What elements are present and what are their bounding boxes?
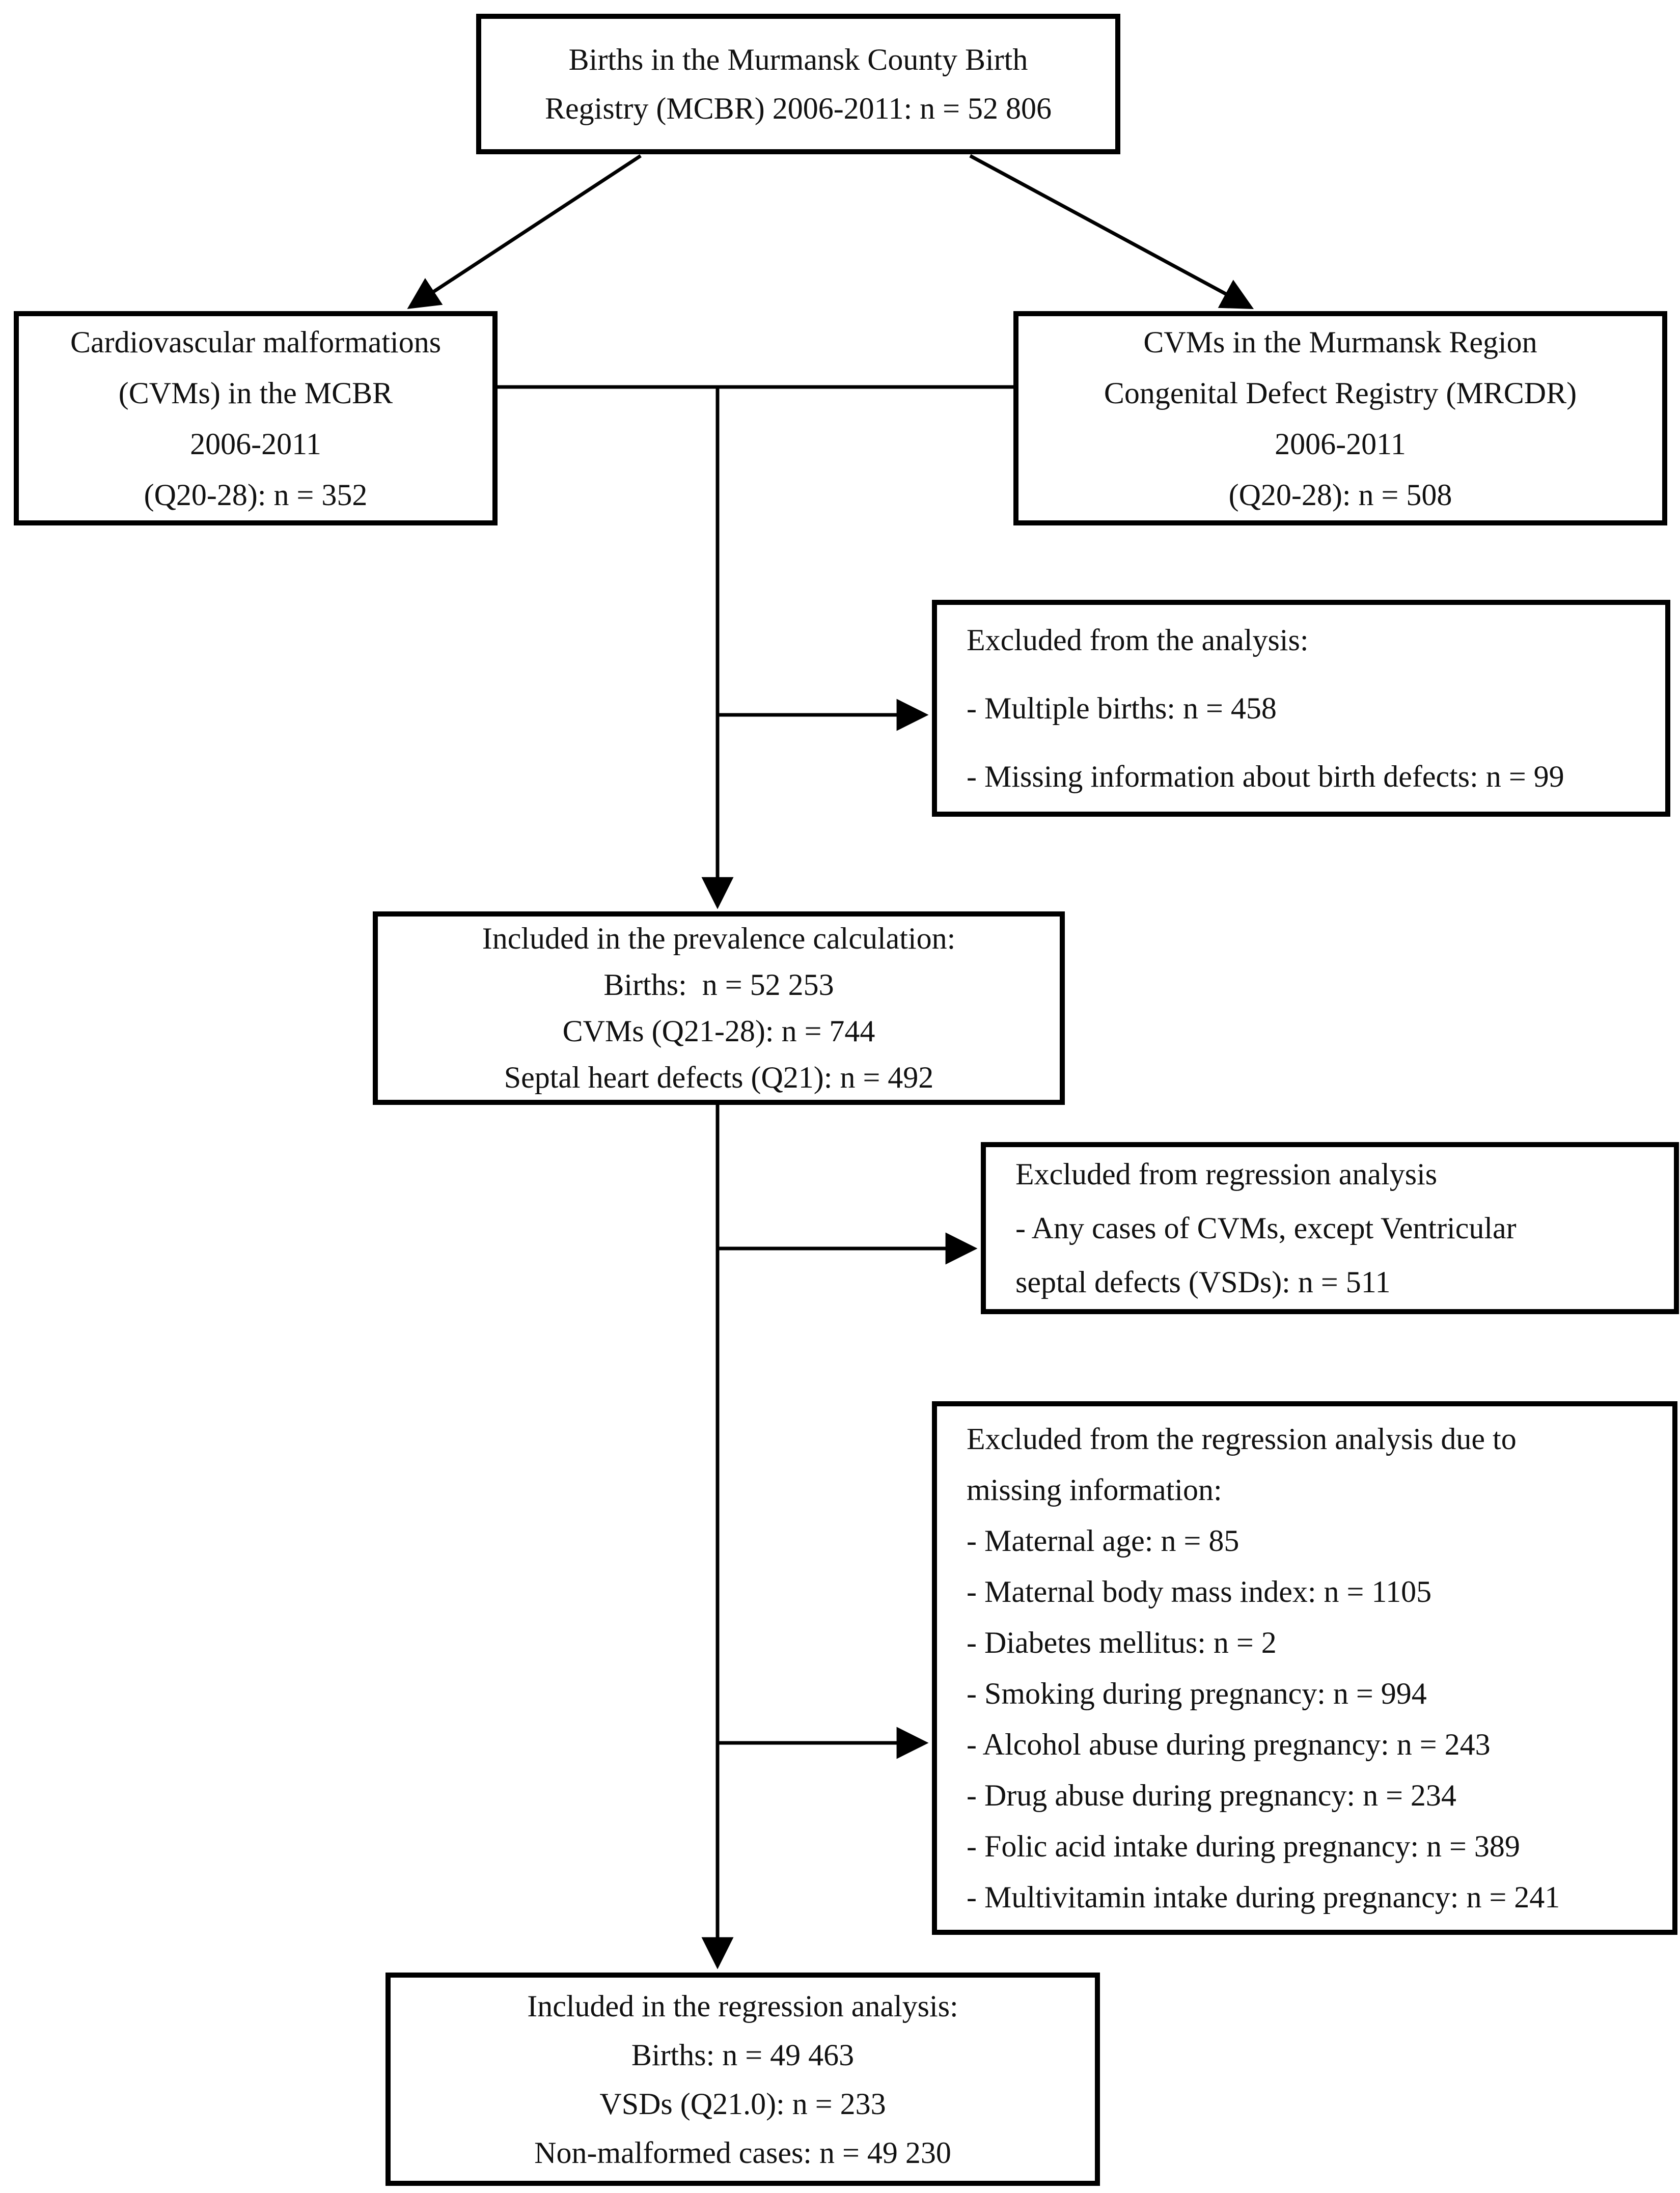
box-line: - Missing information about birth defect… bbox=[967, 760, 1564, 793]
box-line: - Maternal age: n = 85 bbox=[967, 1524, 1240, 1558]
box-line: septal defects (VSDs): n = 511 bbox=[1015, 1265, 1391, 1299]
box-line: - Maternal body mass index: n = 1105 bbox=[967, 1575, 1432, 1608]
box-line: - Folic acid intake during pregnancy: n … bbox=[967, 1829, 1520, 1863]
box-line: Births: n = 49 463 bbox=[631, 2038, 855, 2072]
box-line: Excluded from the analysis: bbox=[967, 623, 1309, 657]
box-line: Births: n = 52 253 bbox=[603, 968, 834, 1002]
box-line: 2006-2011 bbox=[190, 427, 321, 461]
box-excluded-missing-info: Excluded from the regression analysis du… bbox=[932, 1401, 1677, 1935]
box-line: Non-malformed cases: n = 49 230 bbox=[534, 2135, 951, 2170]
box-line: missing information: bbox=[967, 1473, 1222, 1507]
box-excluded-analysis: Excluded from the analysis: - Multiple b… bbox=[932, 600, 1670, 817]
box-line: Births in the Murmansk County Birth bbox=[568, 43, 1028, 76]
box-line: Congenital Defect Registry (MRCDR) bbox=[1104, 376, 1577, 410]
box-line: Included in the regression analysis: bbox=[527, 1989, 958, 2023]
box-line: (Q20-28): n = 352 bbox=[144, 478, 368, 512]
box-line: 2006-2011 bbox=[1275, 427, 1406, 461]
box-line: Excluded from the regression analysis du… bbox=[967, 1422, 1517, 1456]
box-line: Septal heart defects (Q21): n = 492 bbox=[504, 1061, 934, 1094]
box-line: - Multivitamin intake during pregnancy: … bbox=[967, 1880, 1560, 1914]
box-line: CVMs in the Murmansk Region bbox=[1143, 325, 1537, 359]
box-line: (Q20-28): n = 508 bbox=[1228, 478, 1452, 512]
box-line: (CVMs) in the MCBR bbox=[118, 376, 393, 410]
box-line: - Drug abuse during pregnancy: n = 234 bbox=[967, 1779, 1456, 1812]
box-line: VSDs (Q21.0): n = 233 bbox=[599, 2087, 886, 2121]
box-regression-analysis: Included in the regression analysis: Bir… bbox=[385, 1973, 1100, 2186]
box-line: - Alcohol abuse during pregnancy: n = 24… bbox=[967, 1728, 1491, 1761]
box-prevalence-calculation: Included in the prevalence calculation: … bbox=[373, 911, 1065, 1105]
box-cvms-mrcdr: CVMs in the Murmansk Region Congenital D… bbox=[1013, 311, 1667, 525]
box-excluded-regression: Excluded from regression analysis - Any … bbox=[981, 1142, 1679, 1314]
box-line: Cardiovascular malformations bbox=[70, 325, 442, 359]
box-line: - Any cases of CVMs, except Ventricular bbox=[1015, 1211, 1517, 1245]
arrow-top-to-mcbr-box bbox=[407, 154, 642, 309]
box-cvms-mcbr: Cardiovascular malformations (CVMs) in t… bbox=[14, 311, 498, 525]
box-line: - Diabetes mellitus: n = 2 bbox=[967, 1626, 1277, 1659]
arrow-top-to-mrcdr-box bbox=[969, 154, 1254, 309]
box-line: - Multiple births: n = 458 bbox=[967, 691, 1277, 725]
box-line: CVMs (Q21-28): n = 744 bbox=[562, 1014, 875, 1048]
box-line: Included in the prevalence calculation: bbox=[482, 922, 956, 955]
box-births-registry: Births in the Murmansk County Birth Regi… bbox=[476, 14, 1120, 154]
box-line: - Smoking during pregnancy: n = 994 bbox=[967, 1677, 1427, 1710]
box-line: Excluded from regression analysis bbox=[1015, 1157, 1438, 1191]
box-line: Registry (MCBR) 2006-2011: n = 52 806 bbox=[545, 92, 1052, 125]
